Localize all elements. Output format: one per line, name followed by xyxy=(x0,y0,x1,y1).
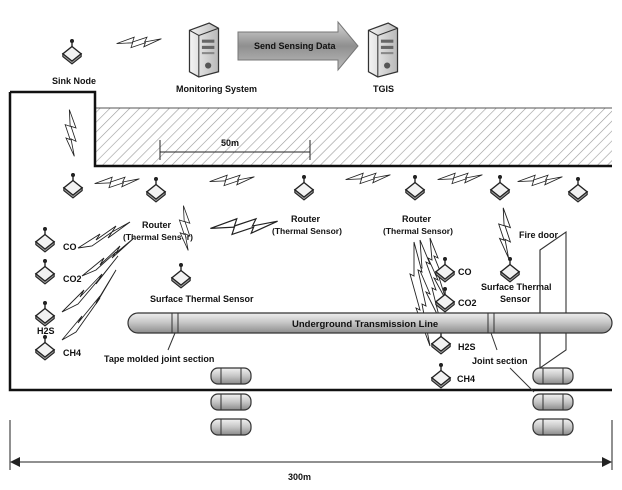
span-300-label: 300m xyxy=(288,472,311,482)
surface-sensor-right-label-2: Sensor xyxy=(500,294,531,304)
span-50-label: 50m xyxy=(221,138,239,148)
soil-hatch xyxy=(95,108,612,166)
gas-left-h2s: H2S xyxy=(37,326,55,336)
gas-sensor-icon[interactable] xyxy=(35,226,55,253)
joint-section-label: Joint section xyxy=(472,356,528,366)
router-sensor-icon[interactable] xyxy=(294,174,314,201)
wireless-link-icon xyxy=(437,172,483,185)
router-sensor-icon[interactable] xyxy=(405,174,425,201)
cable-drum-icon xyxy=(532,367,574,385)
send-sensing-data-label: Send Sensing Data xyxy=(254,41,337,51)
gas-right-co2: CO2 xyxy=(458,298,477,308)
gas-right-h2s: H2S xyxy=(458,342,476,352)
gas-sensor-icon[interactable] xyxy=(435,286,455,313)
gas-left-co2: CO2 xyxy=(63,274,82,284)
gas-links-left xyxy=(61,221,135,341)
router-1-subtitle: (Thermal Sensor) xyxy=(123,232,193,242)
transmission-line: Underground Transmission Line xyxy=(127,312,613,334)
surface-sensor-left-label: Surface Thermal Sensor xyxy=(150,294,254,304)
router-3-title: Router xyxy=(402,214,431,224)
tgis-label: TGIS xyxy=(373,84,394,94)
gas-sensor-icon[interactable] xyxy=(35,258,55,285)
cable-drum-icon xyxy=(532,418,574,436)
wireless-link-icon xyxy=(345,172,391,185)
cable-drum-icon xyxy=(210,418,252,436)
server-icon[interactable] xyxy=(188,22,220,78)
surface-sensor-right-label-1: Surface Thermal xyxy=(481,282,552,292)
tape-joint-label: Tape molded joint section xyxy=(104,354,214,364)
sink-node-icon xyxy=(62,38,82,65)
router-3-subtitle: (Thermal Sensor) xyxy=(383,226,453,236)
cable-drum-icon xyxy=(532,393,574,411)
router-sensor-icon[interactable] xyxy=(146,176,166,203)
send-data-arrow: Send Sensing Data xyxy=(237,20,359,72)
gas-sensor-icon[interactable] xyxy=(35,334,55,361)
tunnel-structure xyxy=(8,90,612,392)
sensor-node-icon[interactable] xyxy=(568,176,588,203)
tgis-server-icon[interactable] xyxy=(367,22,399,78)
gas-right-co: CO xyxy=(458,267,472,277)
gas-sensor-icon[interactable] xyxy=(431,362,451,389)
fire-door xyxy=(539,230,567,370)
tunnel-outline xyxy=(8,90,612,392)
sensor-node-icon[interactable] xyxy=(63,172,83,199)
gas-left-ch4: CH4 xyxy=(63,348,81,358)
transmission-line-label: Underground Transmission Line xyxy=(292,319,438,330)
cable-drum-icon xyxy=(210,393,252,411)
dimension-50m: 50m xyxy=(159,138,311,160)
wireless-link-icon xyxy=(517,174,563,187)
wireless-link-icon xyxy=(94,176,140,189)
dimension-300m: 300m xyxy=(9,420,613,482)
cable-drums-right xyxy=(532,367,574,436)
sink-node[interactable] xyxy=(62,38,82,65)
leader-line xyxy=(509,367,535,393)
surface-thermal-sensor-icon[interactable] xyxy=(500,256,520,283)
router-2-title: Router xyxy=(291,214,320,224)
cable-drum-icon xyxy=(210,367,252,385)
fire-door-label: Fire door xyxy=(519,230,558,240)
gas-sensor-icon[interactable] xyxy=(35,300,55,327)
sink-node-label: Sink Node xyxy=(52,76,96,86)
wireless-link-icon xyxy=(64,109,77,157)
cable-drums-left xyxy=(210,367,252,436)
surface-thermal-sensor-icon[interactable] xyxy=(171,262,191,289)
wireless-link-icon xyxy=(116,36,162,49)
sensor-node-icon[interactable] xyxy=(490,174,510,201)
wireless-link-icon xyxy=(209,217,279,236)
wireless-link-icon xyxy=(178,205,191,251)
gas-sensors-right: CO CO2 H2S CH4 xyxy=(431,256,477,389)
leader-line xyxy=(490,332,498,351)
leader-line xyxy=(167,332,176,351)
gas-left-co: CO xyxy=(63,242,77,252)
router-2-subtitle: (Thermal Sensor) xyxy=(272,226,342,236)
wireless-link-icon xyxy=(208,174,256,187)
gas-right-ch4: CH4 xyxy=(457,374,475,384)
gas-sensors-left: CO CO2 H2S CH4 xyxy=(35,226,82,361)
wireless-link-icon xyxy=(498,207,511,259)
monitoring-system-label: Monitoring System xyxy=(176,84,257,94)
router-1-title: Router xyxy=(142,220,171,230)
